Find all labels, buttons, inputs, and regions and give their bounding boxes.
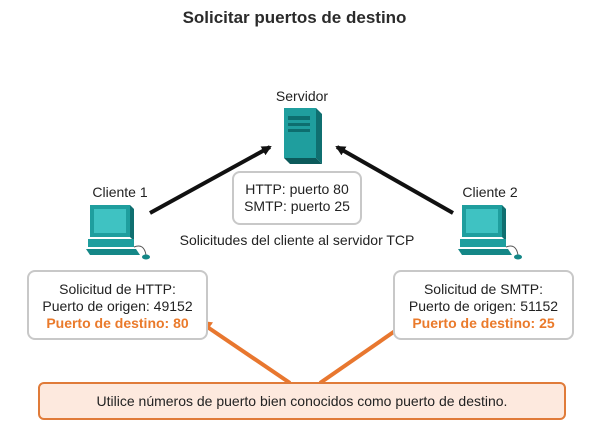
client2-destination-port: Puerto de destino: 25	[412, 315, 555, 331]
client1-source-port: Puerto de origen: 49152	[42, 298, 193, 314]
diagram-caption: Solicitudes del cliente al servidor TCP	[179, 232, 415, 248]
client1-destination-port: Puerto de destino: 80	[46, 315, 189, 331]
desktop-computer-icon	[86, 205, 150, 260]
server-ports-box: HTTP: puerto 80 SMTP: puerto 25	[232, 171, 362, 225]
client2-label: Cliente 2	[462, 184, 518, 200]
client2-source-port: Puerto de origen: 51152	[408, 298, 559, 314]
client1-request-type: Solicitud de HTTP:	[59, 281, 176, 297]
desktop-computer-icon	[458, 205, 522, 260]
client1-label: Cliente 1	[92, 184, 148, 200]
arrow-client1-to-server	[149, 145, 272, 215]
server-tower-icon	[284, 108, 322, 164]
client2-request-box: Solicitud de SMTP: Puerto de origen: 511…	[393, 270, 574, 340]
server-port-http: HTTP: puerto 80	[245, 181, 349, 197]
server-port-smtp: SMTP: puerto 25	[244, 198, 350, 214]
arrow-note-to-client1	[197, 320, 292, 385]
server-label: Servidor	[275, 88, 329, 104]
page-title: Solicitar puertos de destino	[182, 8, 407, 27]
well-known-ports-note: Utilice números de puerto bien conocidos…	[38, 382, 566, 420]
client1-request-box: Solicitud de HTTP: Puerto de origen: 491…	[27, 270, 208, 340]
arrow-client2-to-server	[335, 145, 454, 215]
client2-request-type: Solicitud de SMTP:	[423, 281, 544, 297]
